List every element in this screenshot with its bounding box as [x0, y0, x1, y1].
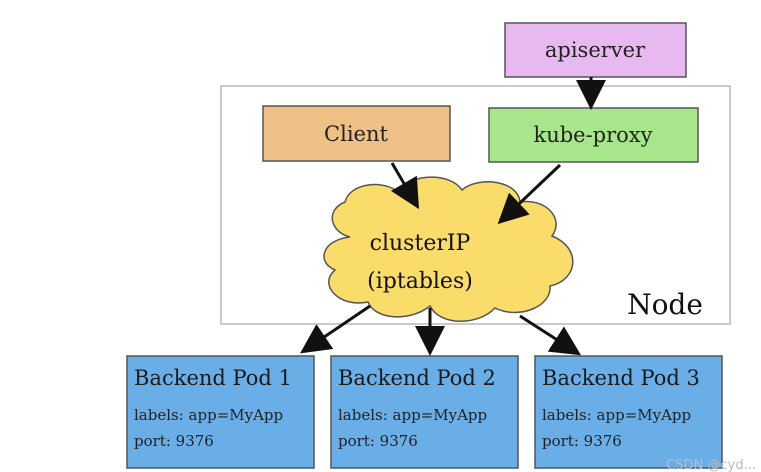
apiserver-box: apiserver	[504, 22, 687, 78]
client-box: Client	[262, 105, 451, 162]
watermark: CSDN @cyd...	[666, 458, 756, 472]
pod-2-port: port: 9376	[338, 432, 418, 450]
client-rect	[262, 105, 451, 162]
pod-2-labels: labels: app=MyApp	[338, 406, 487, 424]
pod-3-rect	[534, 355, 723, 469]
kube-proxy-rect	[488, 107, 699, 163]
pod-3: Backend Pod 3 labels: app=MyApp port: 93…	[534, 355, 723, 469]
arrows	[300, 77, 606, 356]
pod-2: Backend Pod 2 labels: app=MyApp port: 93…	[330, 355, 519, 469]
pod-2-title: Backend Pod 2	[338, 366, 496, 390]
arrow-cluster-ip-to-pod-1	[300, 304, 371, 354]
pod-3-title: Backend Pod 3	[542, 366, 700, 390]
pod-1-title: Backend Pod 1	[134, 366, 292, 390]
pod-1-rect	[126, 355, 315, 469]
pod-1: Backend Pod 1 labels: app=MyApp port: 93…	[126, 355, 315, 469]
node-label: Node	[627, 288, 703, 321]
kube-proxy-label: kube-proxy	[533, 123, 652, 147]
pod-3-port: port: 9376	[542, 432, 622, 450]
arrow-client-to-cluster-ip	[390, 162, 420, 210]
apiserver-rect	[504, 22, 687, 78]
cluster-ip-label: clusterIP	[370, 231, 471, 256]
pod-3-labels: labels: app=MyApp	[542, 406, 691, 424]
client-label: Client	[324, 122, 388, 146]
pod-1-labels: labels: app=MyApp	[134, 406, 283, 424]
apiserver-label: apiserver	[545, 38, 646, 62]
pod-1-port: port: 9376	[134, 432, 214, 450]
cluster-ip-sublabel: (iptables)	[367, 269, 473, 294]
arrow-kube-proxy-to-cluster-ip	[497, 163, 562, 225]
pod-2-rect	[330, 355, 519, 469]
kube-proxy-box: kube-proxy	[488, 107, 699, 163]
arrow-cluster-ip-to-pod-3	[519, 314, 582, 356]
